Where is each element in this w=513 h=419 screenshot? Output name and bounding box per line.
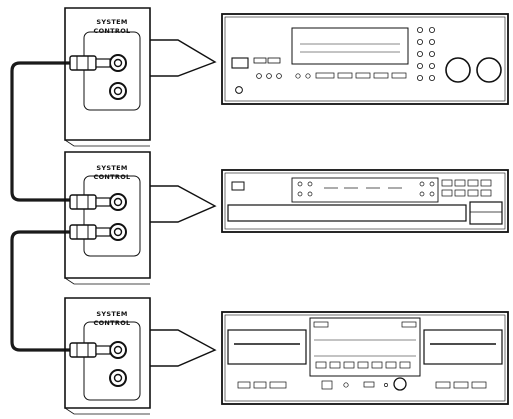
rear-panel-cd-changer: SYSTEM CONTROL (64, 151, 217, 285)
rear-panel-receiver: SYSTEM CONTROL (64, 7, 217, 147)
receiver-front-panel (221, 13, 509, 105)
mini-plug (69, 342, 111, 358)
receiver-button-row (295, 72, 407, 79)
system-control-jack (109, 54, 127, 72)
panel-label-bottom: CONTROL (94, 173, 131, 181)
panel-label-bottom: CONTROL (94, 27, 131, 35)
system-control-jack (109, 82, 127, 100)
cassette-deck-front-panel (221, 311, 509, 405)
cable-receiver-to-cd (10, 61, 72, 202)
tuning-knob (476, 57, 502, 83)
tape-door-b (423, 329, 503, 365)
system-control-jack (109, 341, 127, 359)
cable-cd-to-cassette (10, 230, 72, 352)
system-control-jack (109, 193, 127, 211)
panel-label-top: SYSTEM (96, 18, 127, 26)
tape-door-a (227, 329, 307, 365)
panel-label-top: SYSTEM (96, 310, 127, 318)
system-control-jack (109, 223, 127, 241)
system-control-jack (109, 369, 127, 387)
rear-panel-cassette-deck: SYSTEM CONTROL (64, 297, 217, 415)
receiver-button-grid (416, 26, 435, 82)
disc-tray (227, 204, 467, 222)
panel-label-top: SYSTEM (96, 164, 127, 172)
cd-changer-front-panel (221, 169, 509, 233)
volume-knob (445, 57, 471, 83)
mini-plug (69, 224, 111, 240)
mini-plug (69, 194, 111, 210)
panel-label-bottom: CONTROL (94, 319, 131, 327)
headphone-jack (393, 377, 407, 391)
mini-plug (69, 55, 111, 71)
connection-cables (10, 61, 72, 352)
